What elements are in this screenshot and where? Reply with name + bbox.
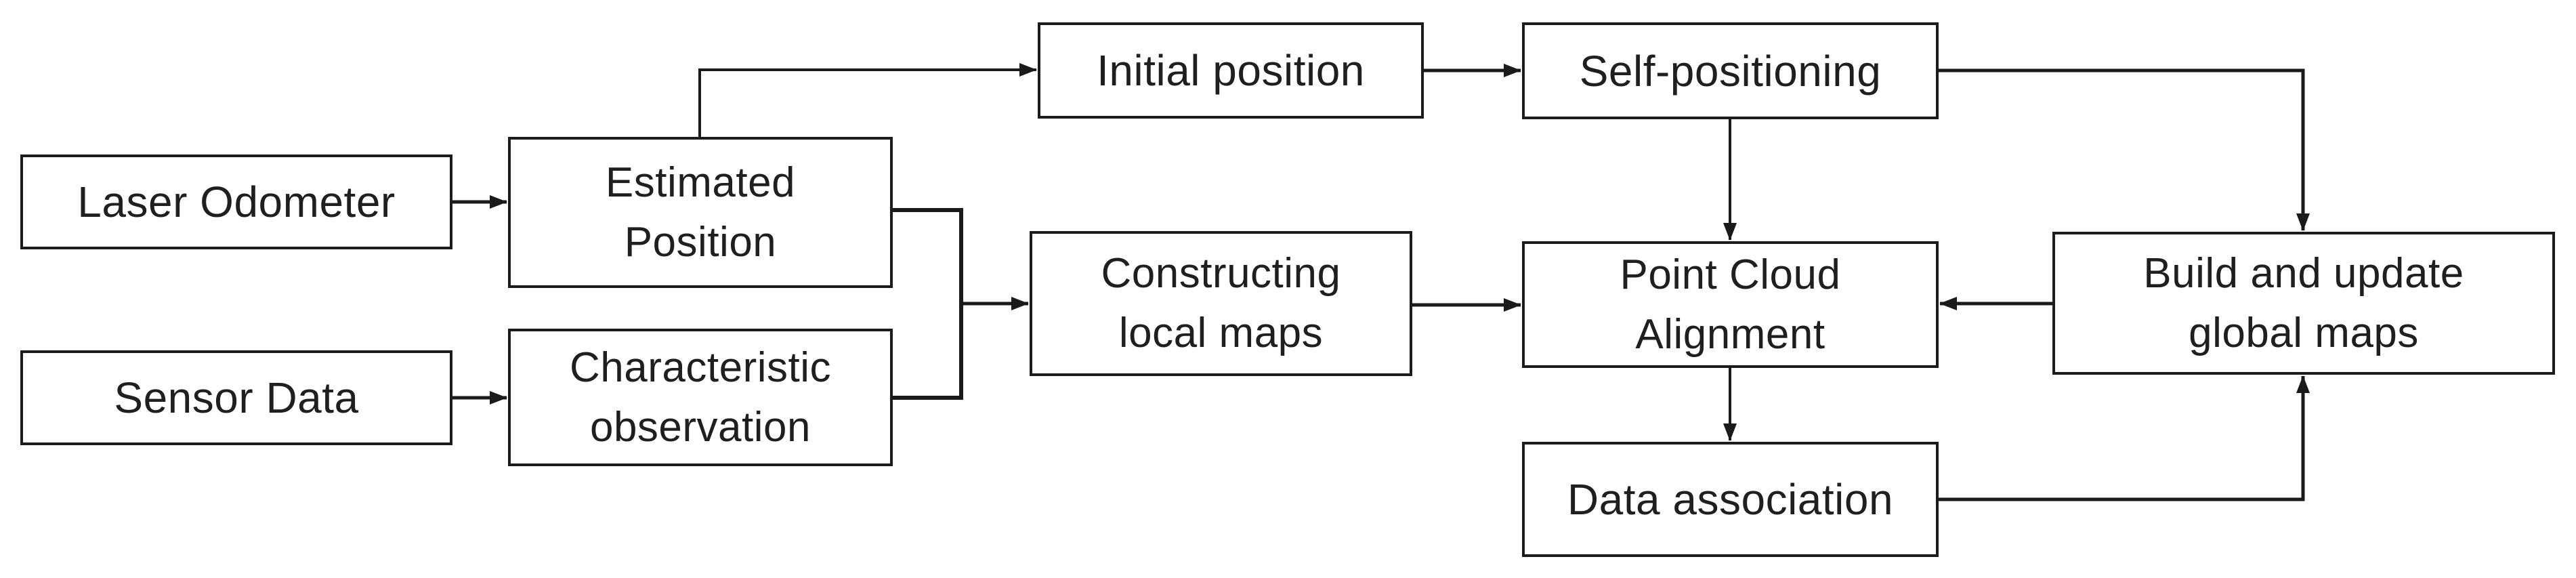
node-label-line: Constructing <box>1101 250 1341 297</box>
node-label-line: Alignment <box>1635 310 1825 358</box>
node-laser-odometer: Laser Odometer <box>20 154 452 249</box>
node-estimated-position: Estimated Position <box>508 137 893 288</box>
node-initial-position: Initial position <box>1038 22 1424 119</box>
edge-merge-estimated-and-characteristic <box>893 208 963 400</box>
node-label-line: global maps <box>2189 309 2419 356</box>
node-point-cloud-alignment: Point Cloud Alignment <box>1522 241 1939 368</box>
edge-estimated-position-to-initial-position <box>698 63 1037 137</box>
node-label-line: Estimated <box>605 159 796 206</box>
node-data-association: Data association <box>1522 442 1939 557</box>
node-label-line: local maps <box>1118 310 1324 356</box>
node-sensor-data: Sensor Data <box>20 350 452 445</box>
node-label: Initial position <box>1097 46 1365 95</box>
node-label-line: Point Cloud <box>1620 251 1841 298</box>
node-self-positioning: Self-positioning <box>1522 22 1939 119</box>
node-label-line: Position <box>624 218 777 266</box>
node-characteristic-observation: Characteristic observation <box>508 329 893 466</box>
node-constructing-local-maps: Constructing local maps <box>1030 231 1412 376</box>
node-label: Sensor Data <box>114 373 359 422</box>
node-label: Laser Odometer <box>77 178 396 226</box>
node-label-line: observation <box>589 403 811 451</box>
node-label-line: Characteristic <box>570 344 831 391</box>
edge-self-positioning-to-build-update-global-maps <box>1939 68 2310 231</box>
node-label: Data association <box>1567 475 1894 524</box>
edge-data-association-to-build-update-global-maps <box>1939 375 2310 501</box>
node-label: Self-positioning <box>1579 46 1882 96</box>
node-label-line: Build and update <box>2143 249 2464 297</box>
node-build-update-global-maps: Build and update global maps <box>2052 232 2555 375</box>
